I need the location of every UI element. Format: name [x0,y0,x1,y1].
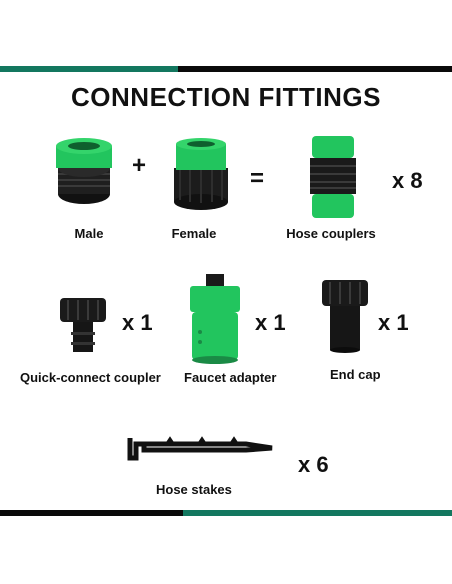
page-title: CONNECTION FITTINGS [71,82,381,112]
end-cap-label: End cap [330,367,381,382]
end-cap-image [322,280,368,353]
hose-couplers-label: Hose couplers [286,226,376,241]
hose-stakes-label: Hose stakes [156,482,232,497]
hose-couplers-qty: x 8 [392,168,423,193]
equals-sign: = [250,165,265,192]
quick-connect-coupler-label: Quick-connect coupler [20,370,161,385]
bottom-accent-bar [0,510,452,516]
plus-sign: + [132,152,147,179]
hose-coupler-image [310,136,356,218]
faucet-adapter-image [190,274,240,364]
quick-connect-coupler-image [60,298,106,352]
top-accent-bar [0,66,452,72]
male-label: Male [74,226,104,241]
end-cap-qty: x 1 [378,310,409,335]
faucet-adapter-label: Faucet adapter [184,370,277,385]
hose-stakes-qty: x 6 [298,452,329,477]
quick-connect-coupler-qty: x 1 [122,310,153,335]
male-fitting-image [56,138,112,204]
female-label: Female [171,226,217,241]
faucet-adapter-qty: x 1 [255,310,286,335]
hose-stake-image [127,436,273,461]
female-fitting-image [174,138,228,210]
